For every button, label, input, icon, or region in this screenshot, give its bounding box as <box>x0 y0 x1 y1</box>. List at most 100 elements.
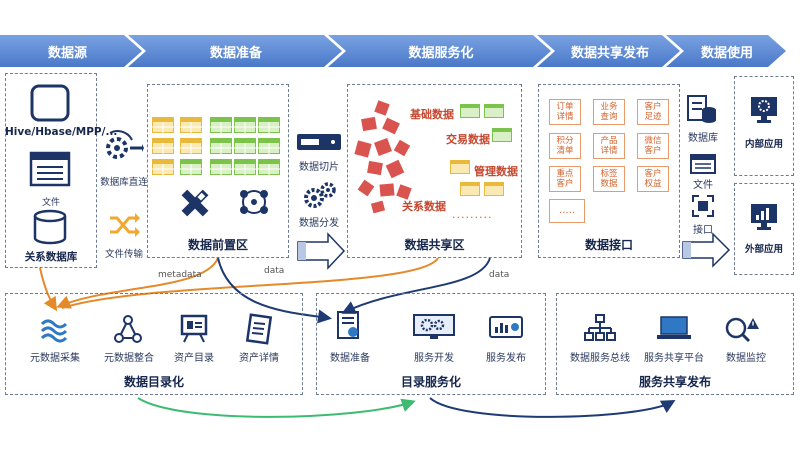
publish-item-bus: 数据服务总线 <box>570 353 630 364</box>
ingest-direct-label: 数据库直连 <box>100 177 148 188</box>
internal-app-label: 内部应用 <box>744 139 783 150</box>
design-tools-icon <box>181 189 209 217</box>
service-publish-icon <box>489 316 523 338</box>
ingest-transfer-label: 文件传输 <box>104 249 143 260</box>
catalog-item-collect: 元数据采集 <box>30 353 80 364</box>
metadata-flow-prep <box>56 257 219 309</box>
table-grid-icons <box>151 116 281 176</box>
stage-arrow-4 <box>537 35 680 67</box>
api-card: 标签 数据 <box>593 166 625 192</box>
data-flow-share <box>341 257 491 314</box>
publish-item-platform: 服务共享平台 <box>644 353 704 364</box>
flow-arrow-to-use <box>682 232 731 268</box>
stage-arrow-5 <box>666 35 786 67</box>
share-table-manage <box>450 160 470 174</box>
api-card: 业务 查询 <box>593 99 625 125</box>
share-tables-relation <box>460 182 504 196</box>
server-slice-icon <box>297 134 341 150</box>
data-flow-prep <box>217 257 332 324</box>
service-dev-icon <box>413 314 455 339</box>
stage-label-service: 数据服务化 <box>408 45 474 61</box>
service-title: 目录服务化 <box>400 375 461 389</box>
share-zone-panel <box>347 84 522 258</box>
interface-panel <box>538 84 680 258</box>
gears-icon <box>304 182 336 208</box>
stage-label-prep: 数据准备 <box>209 45 262 61</box>
source-hive-label: Hive/Hbase/MPP/... <box>5 126 118 138</box>
api-card: 客户 权益 <box>637 166 669 192</box>
stage-arrow-2 <box>128 35 342 67</box>
channel-api-label: 接口 <box>693 225 713 236</box>
stage-label-publish: 数据共享发布 <box>570 45 649 61</box>
channel-file-label: 文件 <box>693 180 713 191</box>
catalog-item-directory: 资产目录 <box>174 353 214 364</box>
share-category-basic: 基础数据 <box>410 108 454 121</box>
external-app-label: 外部应用 <box>744 244 783 255</box>
catalog-item-detail: 资产详情 <box>239 353 279 364</box>
service-bus-icon <box>584 314 616 341</box>
catalog-to-service-flow <box>137 397 416 418</box>
prep-zone-title: 数据前置区 <box>187 238 248 252</box>
slice-label: 数据切片 <box>299 162 339 173</box>
db-direct-icon <box>106 130 144 159</box>
share-category-trade: 交易数据 <box>446 133 490 146</box>
stage-arrow-3 <box>328 35 551 67</box>
prep-zone-panel <box>147 84 289 258</box>
share-zone-title: 数据共享区 <box>404 238 465 252</box>
share-category-manage: 管理数据 <box>474 165 518 178</box>
flow-label-data-right: data <box>489 270 510 280</box>
flow-label-metadata: metadata <box>158 270 202 280</box>
service-item-publish: 服务发布 <box>486 353 526 364</box>
prep-tables <box>151 116 286 179</box>
interface-title: 数据接口 <box>584 238 633 252</box>
api-card-more: ..... <box>549 199 585 223</box>
source-file-label: 文件 <box>41 198 60 208</box>
publish-title: 服务共享发布 <box>638 375 711 389</box>
metadata-flow-share <box>61 257 439 309</box>
service-item-prep: 数据准备 <box>330 353 370 364</box>
service-to-publish-flow <box>429 397 676 418</box>
file-icon <box>29 151 71 187</box>
network-icon <box>240 190 268 214</box>
data-prep-icon <box>337 311 359 339</box>
external-app-panel <box>734 183 794 275</box>
share-tables-basic <box>460 104 504 118</box>
distribute-label: 数据分发 <box>299 218 339 229</box>
api-card: 重点 客户 <box>549 166 581 192</box>
shuffle-icon <box>110 213 140 237</box>
internal-app-panel <box>734 76 794 176</box>
catalog-item-merge: 元数据整合 <box>104 353 154 364</box>
stage-band <box>0 35 786 67</box>
catalog-panel <box>5 293 303 395</box>
metadata-collect-icon <box>40 319 68 343</box>
stage-arrow-1 <box>0 35 142 67</box>
source-rdb-label: 关系数据库 <box>24 251 78 263</box>
share-platform-icon <box>657 316 691 339</box>
asset-detail-icon <box>245 313 273 345</box>
metadata-merge-icon <box>114 315 142 343</box>
share-table-trade <box>492 128 512 142</box>
flow-arrow-prep-to-share <box>297 232 346 270</box>
api-card: 订单 详情 <box>549 99 581 125</box>
file-channel-icon <box>690 154 716 174</box>
api-card: 积分 清单 <box>549 133 581 159</box>
api-channel-icon <box>692 195 714 217</box>
stage-label-source: 数据源 <box>47 45 87 61</box>
asset-directory-icon <box>180 314 208 343</box>
share-category-relation: 关系数据 <box>402 200 446 213</box>
hadoop-icon <box>30 84 70 122</box>
publish-panel <box>556 293 794 395</box>
channel-db-label: 数据库 <box>688 133 718 144</box>
stage-label-use: 数据使用 <box>700 45 753 61</box>
api-card: 客户 足迹 <box>637 99 669 125</box>
share-data-blocks <box>354 100 412 214</box>
flow-label-data-left: data <box>264 266 285 276</box>
service-panel <box>316 293 546 395</box>
source-panel <box>5 73 97 268</box>
database-icon <box>33 209 67 245</box>
service-item-dev: 服务开发 <box>414 353 454 364</box>
monitor-chart-icon <box>751 204 777 230</box>
api-card: 微信 客户 <box>637 133 669 159</box>
db-channel-icon <box>687 95 716 123</box>
